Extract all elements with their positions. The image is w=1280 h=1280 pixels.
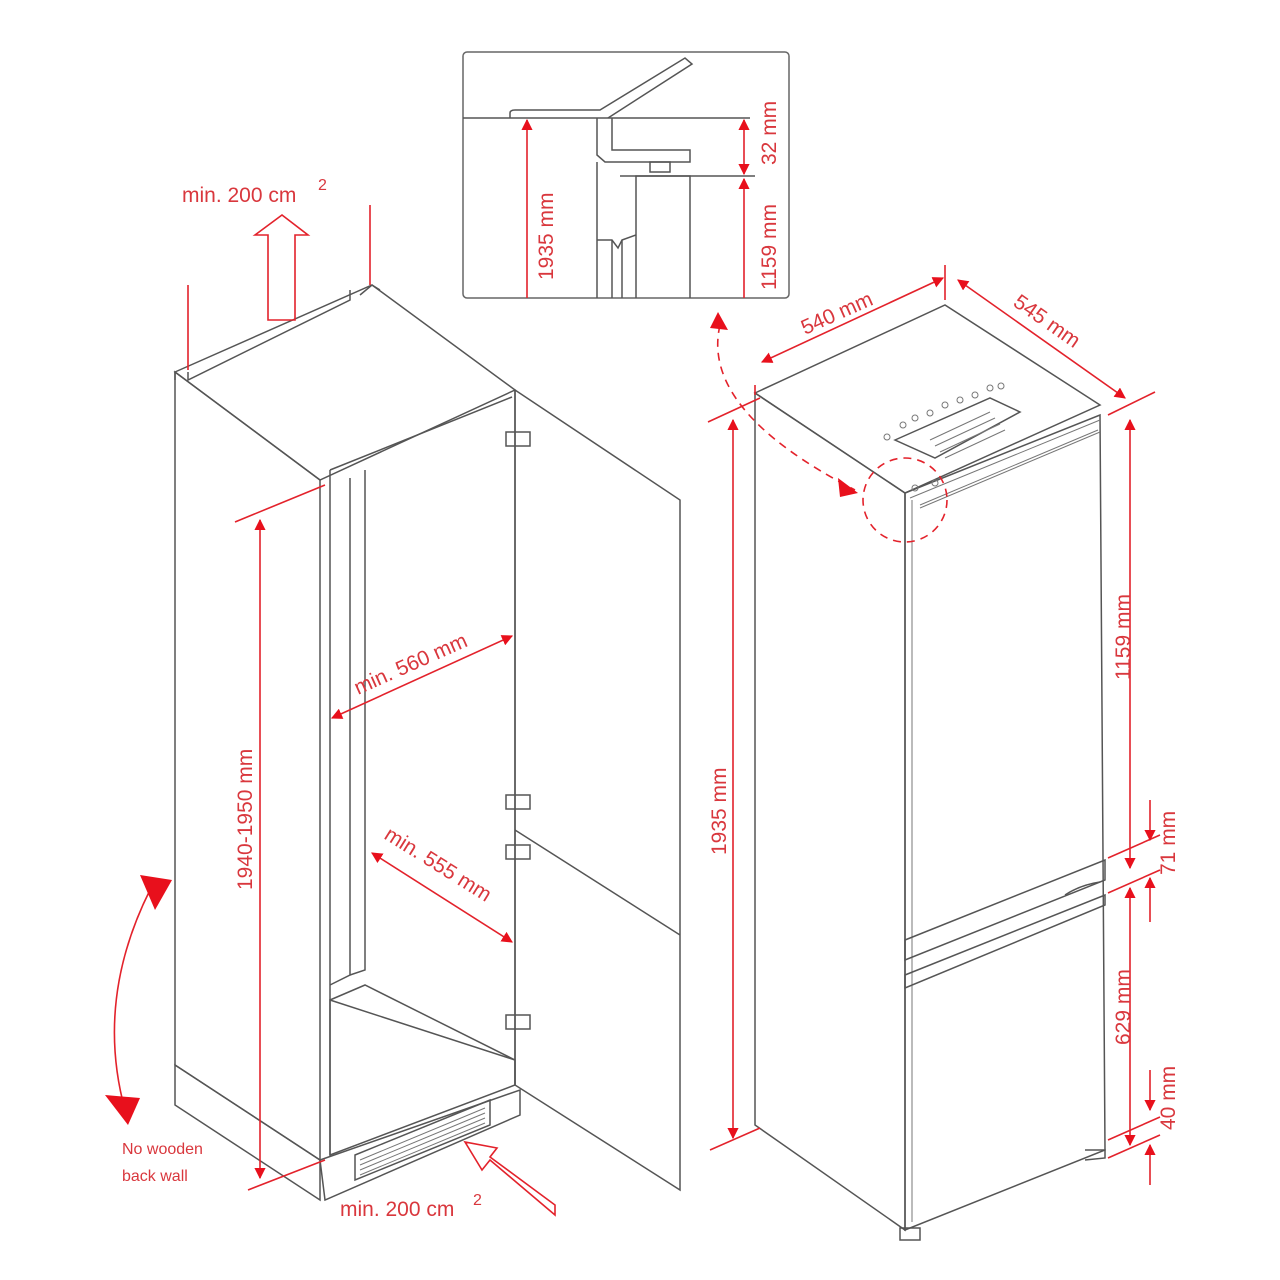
fridge-width-label: 540 mm xyxy=(798,288,877,340)
cabinet-drawing xyxy=(173,284,681,1202)
bottom-gap-label: 40 mm xyxy=(1157,1066,1180,1130)
bottom-vent-label: min. 200 cm xyxy=(340,1198,454,1221)
top-vent-label: min. 200 cm xyxy=(182,184,296,207)
hinge xyxy=(505,431,531,447)
lower-door-label: 629 mm xyxy=(1112,969,1135,1045)
svg-text:2: 2 xyxy=(318,177,327,194)
hinge xyxy=(505,1014,531,1030)
inset-upper-height: 1159 mm xyxy=(758,204,781,290)
fridge-dimensions: 540 mm 545 mm 1935 mm 1159 mm 71 mm 629 … xyxy=(707,265,1180,1185)
hinge xyxy=(505,844,531,860)
hinge xyxy=(505,794,531,810)
detail-callout-arrow xyxy=(716,324,856,491)
inset-gap: 32 mm xyxy=(758,101,781,165)
airflow-in-arrow xyxy=(463,1140,556,1217)
svg-text:2: 2 xyxy=(473,1192,482,1209)
width-label: min. 560 mm xyxy=(351,629,471,699)
fridge-drawing xyxy=(753,304,1106,1241)
airflow-up-arrow xyxy=(252,213,311,321)
lower-door-edge xyxy=(904,893,1106,990)
door-gap-label: 71 mm xyxy=(1157,811,1180,875)
inset-total-height: 1935 mm xyxy=(535,192,558,280)
detail-inset: 1935 mm 32 mm 1159 mm xyxy=(462,51,790,299)
vent-grille xyxy=(354,1098,491,1182)
note-line-1: No wooden xyxy=(122,1141,203,1158)
cabinet-door xyxy=(514,388,681,1192)
fridge-height-label: 1935 mm xyxy=(708,767,731,855)
detail-callout-circle xyxy=(862,457,948,543)
upper-door-edge xyxy=(904,858,1106,962)
upper-door-label: 1159 mm xyxy=(1112,594,1135,680)
height-label: 1940-1950 mm xyxy=(234,749,257,890)
top-plate xyxy=(893,397,1022,459)
note-line-2: back wall xyxy=(122,1168,188,1185)
door-handle xyxy=(1064,881,1101,896)
